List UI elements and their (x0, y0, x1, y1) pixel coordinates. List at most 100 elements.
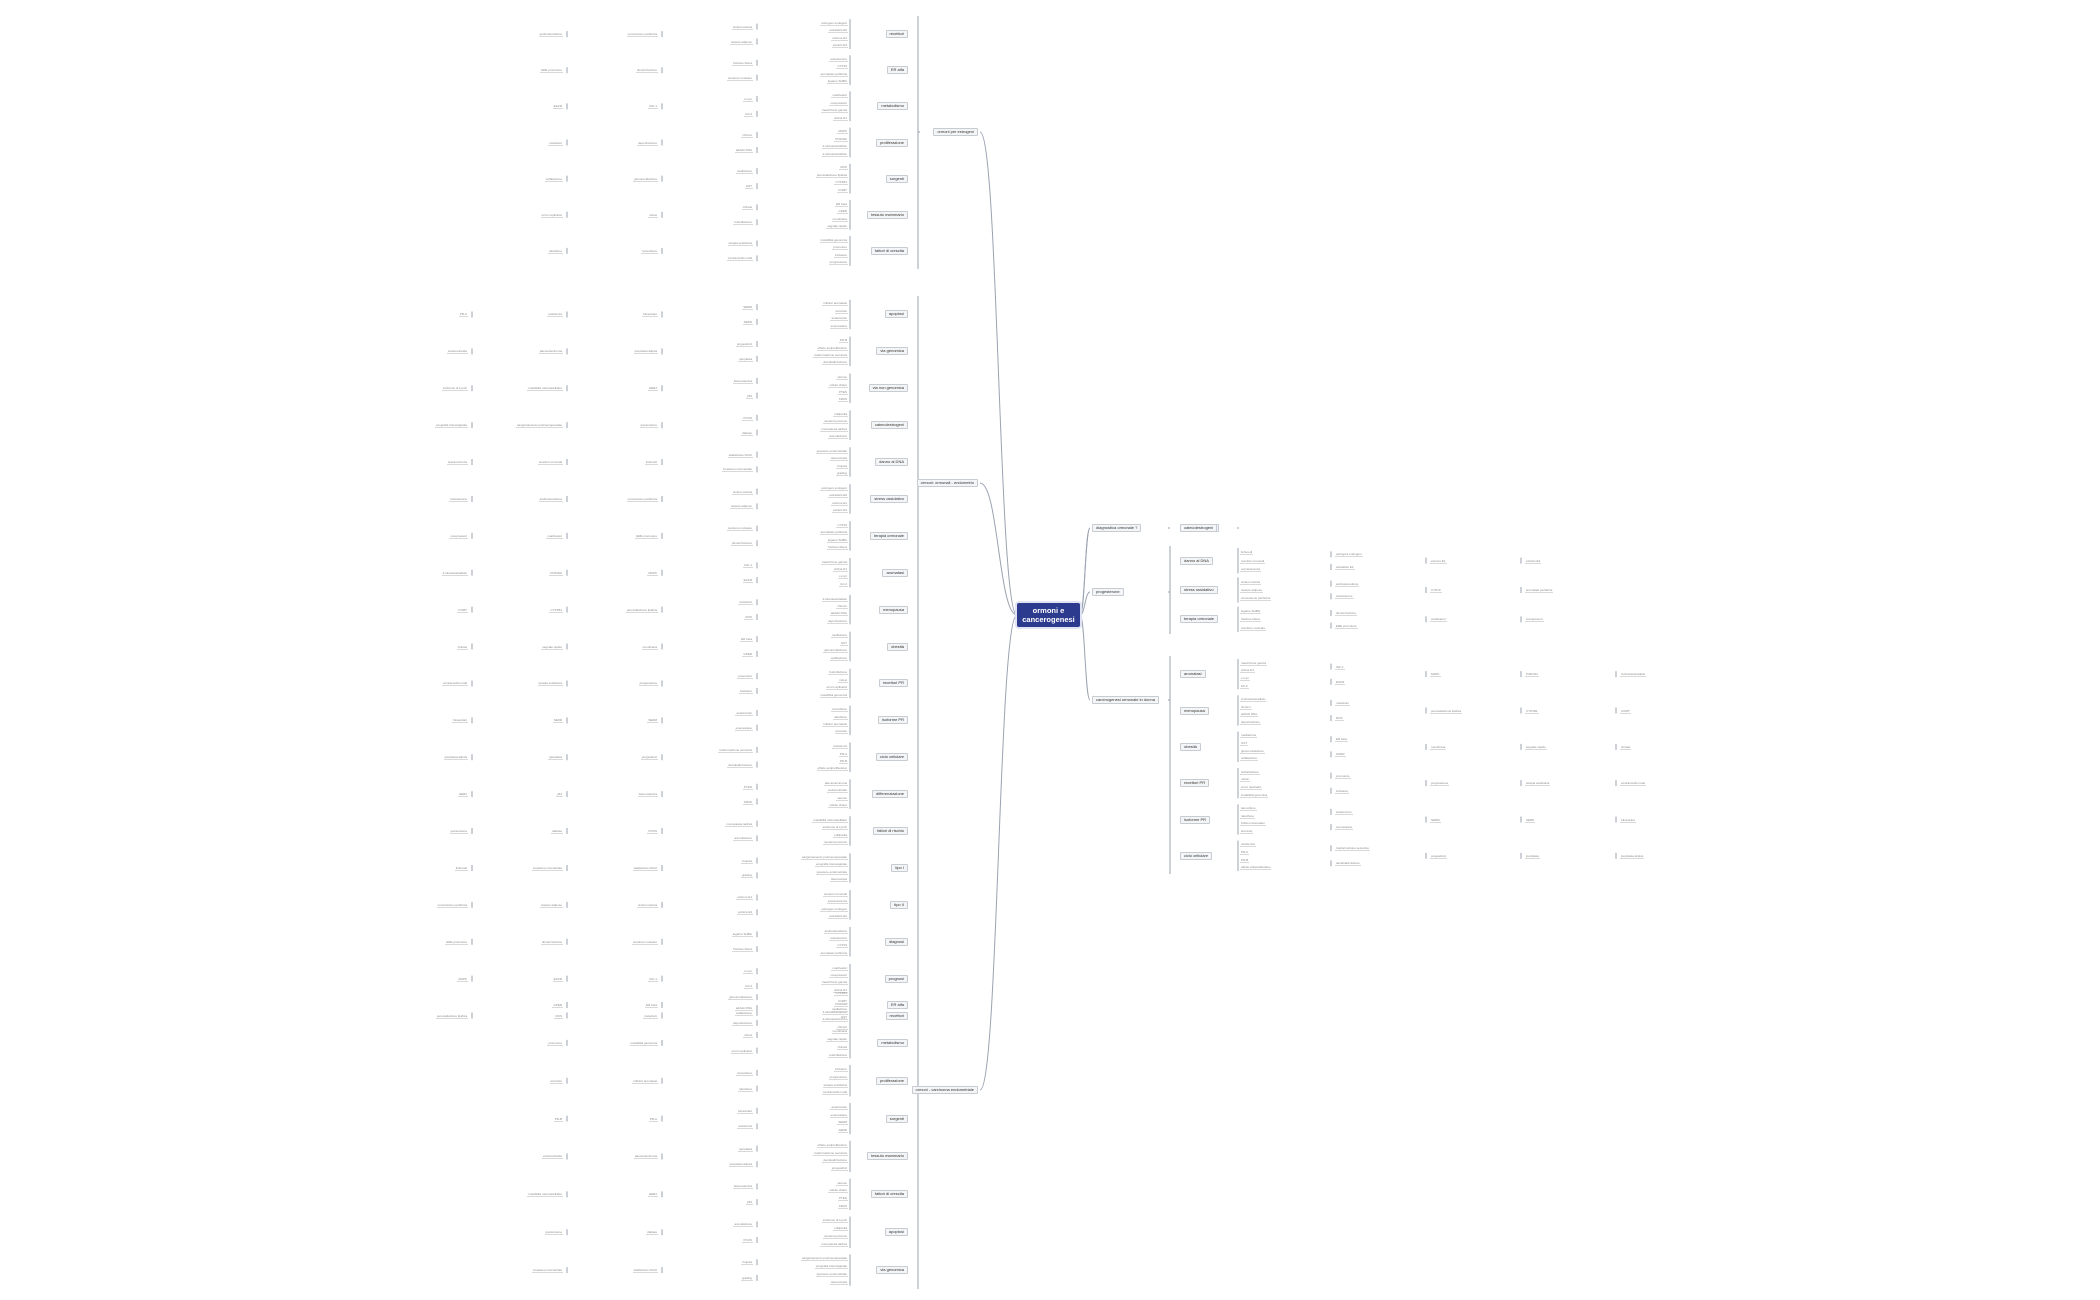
leaf-node[interactable]: androstenedione (538, 32, 563, 38)
leaf-node[interactable]: segnale rapido (826, 1036, 848, 1042)
leaf-node[interactable]: CYP1B1 (1525, 708, 1539, 714)
leaf-node[interactable]: SERM (647, 718, 658, 724)
leaf-node[interactable]: ecografia transvaginale (814, 1264, 848, 1270)
leaf-node[interactable]: GPER (837, 209, 848, 215)
branch-node[interactable]: ormoni: ormonali - endometrio (916, 479, 978, 487)
leaf-node[interactable]: coattivatori (831, 93, 848, 99)
leaf-node[interactable]: decidualizzazione (822, 360, 848, 366)
leaf-node[interactable]: stadiazione FIGO (632, 1268, 658, 1274)
leaf-node[interactable]: CYP1B1 (834, 180, 848, 186)
leaf-node[interactable]: iperplasia atipica (633, 349, 658, 355)
branch-node[interactable]: ciclo cellulare (875, 753, 908, 762)
branch-node[interactable]: recettori (885, 30, 908, 39)
leaf-node[interactable]: perossidazione lipidica (435, 1013, 468, 1019)
leaf-node[interactable]: terapia sostitutiva (822, 1082, 848, 1088)
leaf-node[interactable]: decidualizzazione (727, 762, 753, 768)
leaf-node[interactable]: CYP19 (1430, 588, 1442, 593)
leaf-node[interactable]: depurinazione (827, 618, 848, 624)
leaf-node[interactable]: fulvestrant (1620, 817, 1636, 823)
leaf-node[interactable]: instabilità genomica (819, 237, 848, 243)
leaf-node[interactable]: ROS (839, 165, 848, 171)
leaf-node[interactable]: iperplasia atipica (443, 755, 468, 761)
leaf-node[interactable]: conversione periferica (626, 496, 658, 502)
leaf-node[interactable]: aromatasi periferica (1525, 588, 1554, 593)
leaf-node[interactable]: testosterone (829, 936, 848, 942)
leaf-node[interactable]: frazione libera (1240, 617, 1261, 623)
leaf-node[interactable]: exemestane (1335, 825, 1354, 831)
leaf-node[interactable]: ER beta (1335, 737, 1348, 743)
leaf-node[interactable]: terapia sostitutiva (1525, 781, 1551, 787)
leaf-node[interactable]: fulvestrant (452, 718, 468, 724)
leaf-node[interactable]: adenocarcinoma (823, 781, 848, 787)
leaf-node[interactable]: dimerizzazione (635, 68, 658, 74)
leaf-node[interactable]: ecografia transvaginale (434, 423, 468, 429)
leaf-node[interactable]: coattivatori (831, 965, 848, 971)
leaf-node[interactable]: chinoni (1240, 704, 1252, 710)
leaf-node[interactable]: adenocarcinoma (538, 349, 563, 355)
leaf-node[interactable]: PTEN (742, 784, 753, 790)
leaf-node[interactable]: estriolo E3 (736, 910, 753, 916)
leaf-node[interactable]: raloxifene (547, 248, 563, 254)
leaf-node[interactable]: sindrome di Lynch (821, 1218, 848, 1224)
leaf-node[interactable]: membrana (831, 216, 848, 222)
leaf-node[interactable]: letrozolo (834, 729, 848, 735)
branch-node[interactable]: catecolestrogeni (870, 421, 908, 430)
leaf-node[interactable]: addotti DNA (1240, 712, 1259, 718)
leaf-node[interactable]: 2-idrossiestradiolo (821, 1017, 848, 1023)
leaf-node[interactable]: grading (740, 873, 753, 879)
leaf-node[interactable]: metilazione (1240, 733, 1258, 739)
branch-node[interactable]: differenziazione (872, 790, 908, 799)
branch-node[interactable]: catecolestrogeni (1180, 524, 1218, 532)
leaf-node[interactable]: bcl-2 (744, 984, 753, 990)
leaf-node[interactable]: p53 (745, 1200, 753, 1206)
leaf-node[interactable]: sintesi ovarica (636, 902, 658, 908)
leaf-node[interactable]: tamoxifene (1240, 806, 1257, 812)
leaf-node[interactable]: EGFR (552, 976, 563, 982)
leaf-node[interactable]: glucuronidazione (728, 995, 753, 1001)
leaf-node[interactable]: EGFR (1335, 679, 1346, 685)
leaf-node[interactable]: 2-idrossiestradiolo (821, 151, 848, 157)
leaf-node[interactable]: IGF-1 (648, 976, 658, 982)
leaf-node[interactable]: ciclina D1 (832, 987, 848, 993)
leaf-node[interactable]: testosterone (449, 496, 468, 502)
leaf-node[interactable]: HER2 (457, 792, 468, 798)
leaf-node[interactable]: CYP1B1 (834, 991, 848, 997)
leaf-node[interactable]: biopsia (741, 858, 753, 864)
leaf-node[interactable]: coattivatori (546, 533, 563, 539)
leaf-node[interactable]: contraccettivi orali (441, 681, 468, 687)
leaf-node[interactable]: MAPK (457, 976, 468, 982)
leaf-node[interactable]: effetto antiproliferativo (816, 766, 848, 772)
leaf-node[interactable]: testosterone (829, 57, 848, 63)
leaf-node[interactable]: conversione periferica (436, 902, 468, 908)
leaf-node[interactable]: PI3K/Akt (834, 136, 848, 142)
leaf-node[interactable]: recettori ormonali (822, 891, 848, 897)
leaf-node[interactable]: androstenedione (538, 496, 563, 502)
leaf-node[interactable]: estriolo E3 (831, 43, 848, 49)
leaf-node[interactable]: tamoxifene (831, 707, 848, 713)
leaf-node[interactable]: tamoxifene (641, 248, 658, 254)
leaf-node[interactable]: sopravvivenza (1240, 567, 1262, 573)
leaf-node[interactable]: solfatazione (734, 1010, 753, 1016)
branch-node[interactable]: terapia ormonale (869, 531, 908, 540)
leaf-node[interactable]: invasione miometriale (531, 865, 563, 871)
leaf-node[interactable]: HER2 (647, 1192, 658, 1198)
leaf-node[interactable]: tamoxifene (736, 1070, 753, 1076)
branch-node[interactable]: metabolismo (877, 1038, 908, 1047)
leaf-node[interactable]: segnale rapido (541, 644, 563, 650)
branch-node[interactable]: obesità (1180, 742, 1201, 751)
leaf-node[interactable]: ROS (1335, 716, 1344, 722)
leaf-node[interactable]: PI3K/Akt (1525, 672, 1539, 678)
leaf-node[interactable]: IGF-1 (743, 563, 753, 569)
leaf-node[interactable]: sopravvivenza (826, 899, 848, 905)
leaf-node[interactable]: sanguinamento postmenopausale (800, 1256, 848, 1262)
leaf-node[interactable]: ciclina D1 (832, 567, 848, 573)
leaf-node[interactable]: membrana (1430, 744, 1447, 750)
leaf-node[interactable]: PCOS (742, 1238, 753, 1244)
leaf-node[interactable]: raloxifene (737, 1086, 753, 1092)
leaf-node[interactable]: 2-idrossiestradiolo (821, 596, 848, 602)
leaf-node[interactable]: glucuronidazione (823, 648, 848, 654)
leaf-node[interactable]: instabilità genomica (819, 692, 848, 698)
leaf-node[interactable]: isteroscopia (829, 877, 848, 882)
leaf-node[interactable]: ecografia transvaginale (814, 862, 848, 868)
leaf-node[interactable]: letrozolo (1240, 828, 1254, 834)
